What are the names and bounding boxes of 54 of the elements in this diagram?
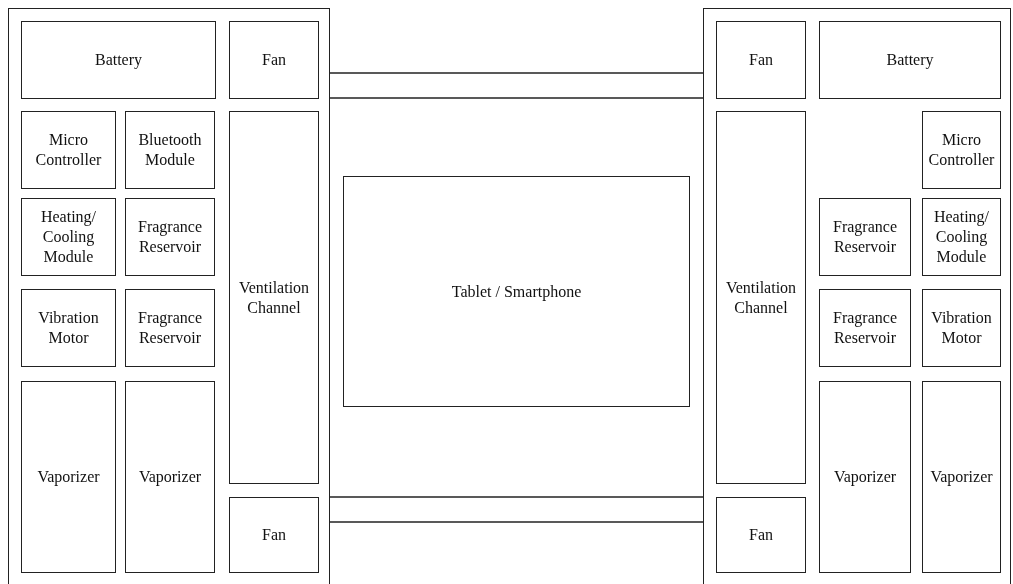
component-box — [229, 497, 319, 573]
component-label: Heating/ Cooling Module — [39, 207, 98, 267]
component-box — [819, 289, 911, 367]
component-label: Bluetooth Module — [137, 130, 203, 170]
component-label: Fan — [261, 50, 287, 70]
component-label: Fragrance Reservoir — [137, 308, 203, 348]
component-label: Vibration Motor — [930, 308, 993, 348]
component-box — [922, 381, 1001, 573]
outer-box — [703, 8, 1011, 584]
component-box — [922, 289, 1001, 367]
component-box — [716, 497, 806, 573]
component-label: Ventilation Channel — [237, 277, 311, 318]
component-label: Vaporizer — [832, 467, 898, 487]
component-box — [21, 111, 116, 189]
component-label: Battery — [885, 50, 935, 70]
component-label: Fragrance Reservoir — [832, 308, 898, 348]
component-box — [21, 381, 116, 573]
connector-line — [329, 496, 704, 498]
component-box — [229, 111, 319, 484]
component-label: Fragrance Reservoir — [832, 217, 898, 257]
component-box — [922, 111, 1001, 189]
component-box — [125, 198, 215, 276]
component-box — [819, 381, 911, 573]
component-box — [922, 198, 1001, 276]
component-box — [819, 198, 911, 276]
connector-line — [329, 72, 704, 74]
component-label: Tablet / Smartphone — [450, 281, 583, 302]
component-label: Fan — [748, 50, 774, 70]
outer-box — [8, 8, 330, 584]
component-box — [343, 176, 690, 407]
component-box — [716, 111, 806, 484]
component-label: Micro Controller — [34, 130, 103, 170]
component-label: Vaporizer — [36, 467, 101, 487]
component-box — [125, 289, 215, 367]
component-label: Ventilation Channel — [724, 277, 798, 318]
component-label: Micro Controller — [927, 130, 996, 170]
component-label: Heating/ Cooling Module — [932, 207, 991, 267]
component-box — [716, 21, 806, 99]
connector-line — [329, 97, 704, 99]
component-label: Vaporizer — [929, 467, 994, 487]
component-box — [21, 289, 116, 367]
component-box — [21, 198, 116, 276]
component-label: Fragrance Reservoir — [137, 217, 203, 257]
component-box — [229, 21, 319, 99]
connector-line — [329, 521, 704, 523]
component-label: Battery — [93, 50, 144, 70]
component-label: Vaporizer — [137, 467, 203, 487]
component-box — [125, 111, 215, 189]
component-box — [125, 381, 215, 573]
component-label: Vibration Motor — [37, 308, 100, 348]
component-label: Fan — [261, 525, 287, 545]
component-box — [21, 21, 216, 99]
component-box — [819, 21, 1001, 99]
component-label: Fan — [748, 525, 774, 545]
